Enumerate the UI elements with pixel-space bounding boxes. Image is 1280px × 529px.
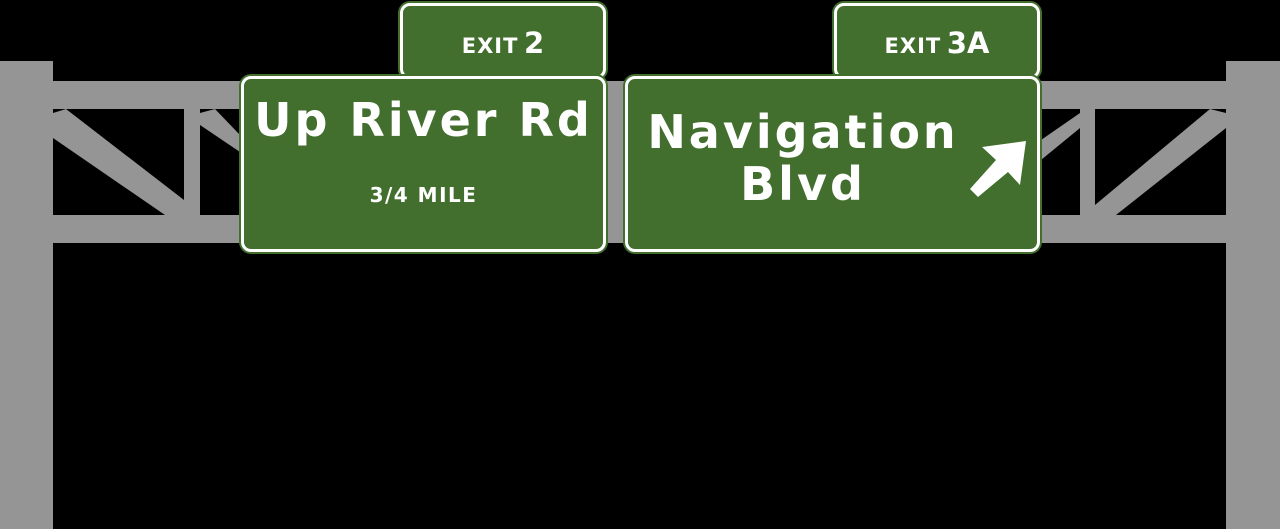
- right-post: [1226, 61, 1280, 529]
- exit-tab-sign-1: EXIT 2: [400, 3, 606, 79]
- exit-tab-sign-2: EXIT 3A: [834, 3, 1040, 79]
- left-post: [0, 61, 53, 529]
- guide-sign-navigation-blvd: Navigation Blvd: [625, 76, 1040, 252]
- exit-label: EXIT: [461, 34, 519, 58]
- exit-number: 3A: [946, 26, 990, 60]
- up-right-arrow-icon: [970, 141, 1026, 197]
- guide-sign-up-river-rd: Up River Rd 3/4 MILE: [241, 76, 606, 252]
- destination-line-2: Blvd: [740, 157, 866, 211]
- exit-label: EXIT: [884, 34, 942, 58]
- distance-text: 3/4 MILE: [369, 183, 478, 207]
- destination-line-1: Navigation: [647, 105, 959, 159]
- exit-number: 2: [524, 26, 545, 60]
- destination-name: Up River Rd: [254, 93, 593, 147]
